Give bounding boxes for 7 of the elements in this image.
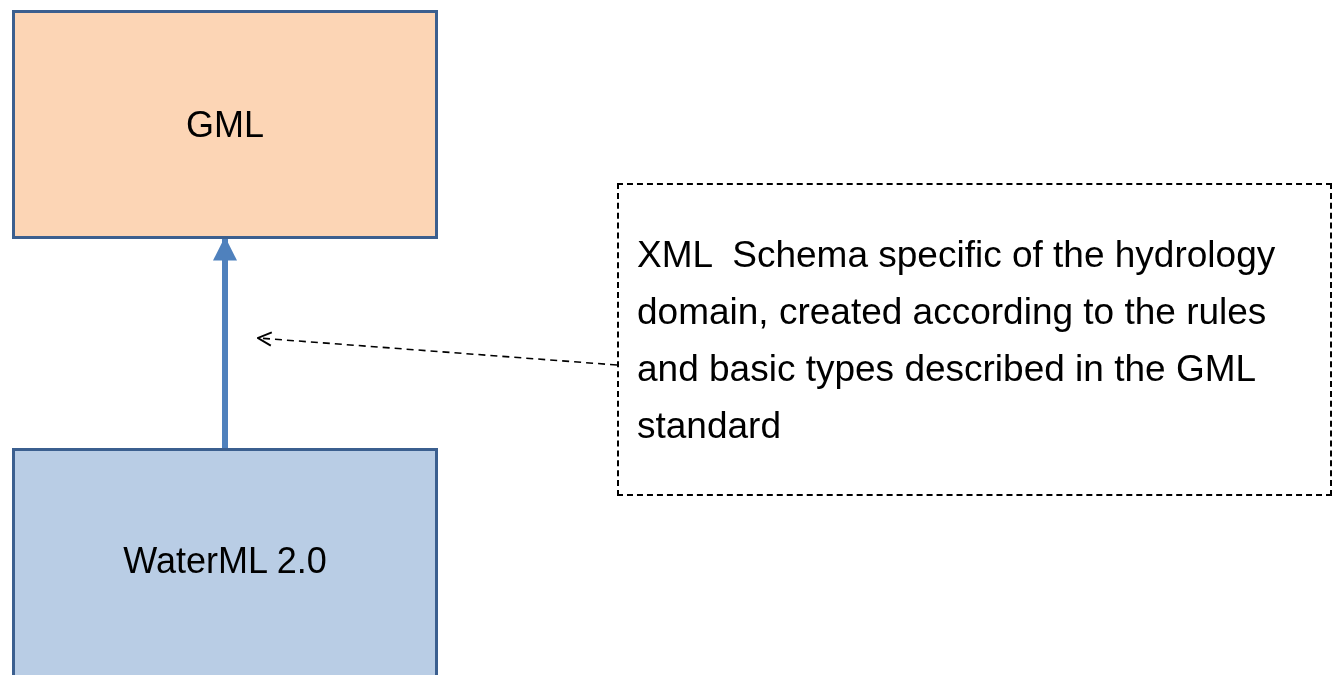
leader-line [257, 331, 618, 366]
note-text: XML Schema specific of the hydrology domain, created according to the rules and basic types described in the GML standard [637, 232, 1277, 448]
process-box [12, 448, 438, 675]
note-box [617, 183, 1332, 496]
box-label: WaterML 2.0 [123, 539, 327, 583]
box-label: GML [186, 102, 264, 147]
process-box [12, 10, 438, 239]
